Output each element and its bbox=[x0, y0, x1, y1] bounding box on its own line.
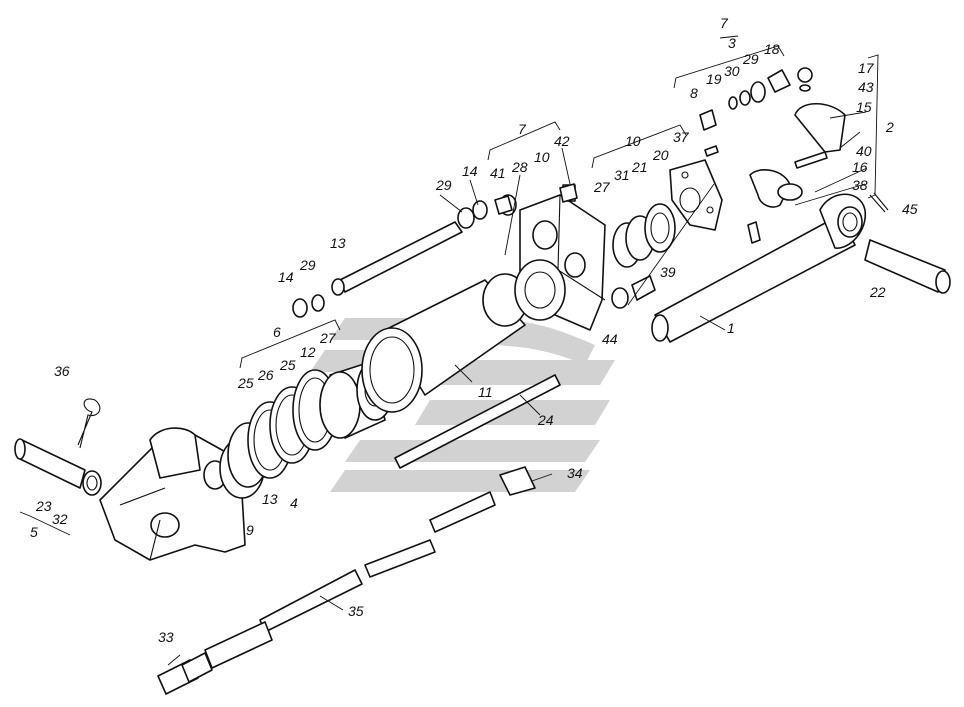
label-33: 33 bbox=[158, 629, 174, 645]
label-13-ring: 13 bbox=[262, 491, 278, 507]
label-35: 35 bbox=[348, 603, 364, 619]
label-14-a: 14 bbox=[462, 163, 478, 179]
label-37: 37 bbox=[673, 129, 690, 145]
head-block-10 bbox=[499, 184, 606, 331]
label-38: 38 bbox=[852, 177, 868, 193]
label-39: 39 bbox=[660, 264, 676, 280]
fasteners bbox=[611, 145, 828, 309]
label-31: 31 bbox=[614, 167, 630, 183]
group-brackets bbox=[19, 35, 879, 536]
label-8: 8 bbox=[690, 85, 698, 101]
leader-lines bbox=[167, 111, 868, 666]
label-2: 2 bbox=[885, 119, 894, 135]
label-4: 4 bbox=[290, 495, 298, 511]
label-5: 5 bbox=[30, 524, 38, 540]
label-22: 22 bbox=[869, 284, 886, 300]
rod-13 bbox=[292, 200, 488, 318]
hose-35 bbox=[157, 466, 536, 695]
label-27-a: 27 bbox=[319, 330, 337, 346]
label-42: 42 bbox=[554, 133, 570, 149]
label-19: 19 bbox=[706, 71, 722, 87]
label-45: 45 bbox=[902, 201, 918, 217]
piston-rod-1 bbox=[651, 193, 866, 343]
label-7-mid: 7 bbox=[518, 121, 527, 137]
clamp-15-16 bbox=[749, 103, 846, 208]
label-3: 3 bbox=[728, 35, 736, 51]
label-7-top: 7 bbox=[720, 15, 729, 31]
valve-parts-3 bbox=[699, 67, 813, 131]
label-30: 30 bbox=[724, 63, 740, 79]
label-34: 34 bbox=[567, 465, 583, 481]
label-25-a: 25 bbox=[237, 375, 254, 391]
cotter-pin-36 bbox=[77, 398, 101, 449]
label-14-b: 14 bbox=[278, 269, 294, 285]
label-32: 32 bbox=[52, 511, 68, 527]
label-13-rod: 13 bbox=[330, 235, 346, 251]
label-25-b: 25 bbox=[279, 357, 296, 373]
label-27-b: 27 bbox=[593, 179, 611, 195]
label-10-b: 10 bbox=[625, 133, 641, 149]
label-12: 12 bbox=[300, 344, 316, 360]
label-15: 15 bbox=[856, 99, 872, 115]
label-29-b: 29 bbox=[299, 257, 316, 273]
pin-22 bbox=[864, 192, 951, 294]
label-9: 9 bbox=[246, 522, 254, 538]
label-28: 28 bbox=[511, 159, 528, 175]
label-11: 11 bbox=[478, 384, 493, 400]
label-20: 20 bbox=[652, 147, 669, 163]
label-43: 43 bbox=[858, 79, 874, 95]
label-40: 40 bbox=[856, 143, 872, 159]
label-1: 1 bbox=[727, 320, 735, 336]
pin-23 bbox=[14, 438, 102, 496]
seal-pack-10 bbox=[612, 159, 723, 268]
label-23: 23 bbox=[35, 498, 52, 514]
label-24: 24 bbox=[537, 412, 554, 428]
label-16: 16 bbox=[852, 159, 868, 175]
label-21: 21 bbox=[631, 159, 648, 175]
label-26: 26 bbox=[257, 367, 274, 383]
label-18: 18 bbox=[764, 41, 780, 57]
label-41: 41 bbox=[490, 165, 506, 181]
label-29-a: 29 bbox=[435, 177, 452, 193]
label-36: 36 bbox=[54, 363, 70, 379]
part-number-labels: 1 2 3 4 5 6 7 7 8 9 10 10 11 12 13 13 14… bbox=[30, 15, 918, 645]
label-10-a: 10 bbox=[534, 149, 550, 165]
label-29-c: 29 bbox=[742, 51, 759, 67]
label-17: 17 bbox=[858, 60, 875, 76]
label-44: 44 bbox=[602, 331, 618, 347]
tie-rod-24 bbox=[394, 374, 561, 469]
fittings-41-42 bbox=[494, 183, 578, 215]
label-6: 6 bbox=[273, 324, 281, 340]
